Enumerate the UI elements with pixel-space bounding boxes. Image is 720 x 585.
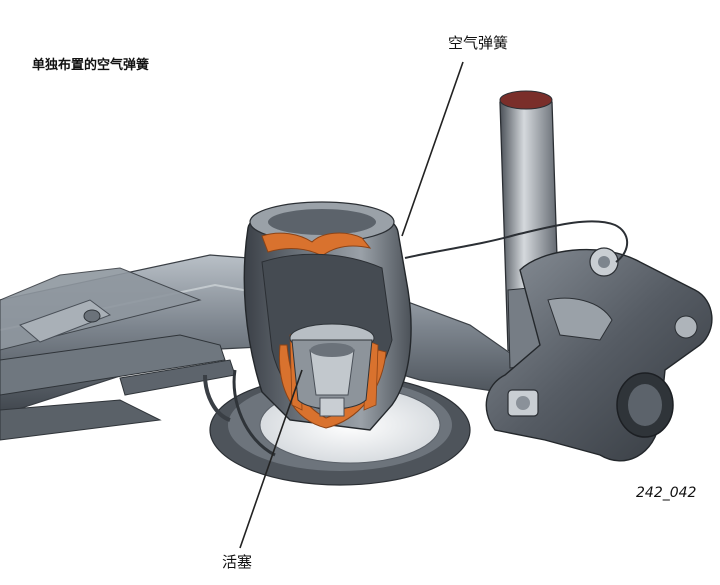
leader-line-piston [239, 369, 303, 549]
callout-air-spring: 空气弹簧 [448, 34, 509, 52]
leader-line-air-spring [401, 61, 464, 237]
wheel-carrier [485, 247, 713, 462]
callout-piston: 活塞 [222, 553, 253, 571]
piston [289, 323, 375, 417]
figure-title: 单独布置的空气弹簧 [32, 58, 150, 73]
figure-code: 242_042 [636, 485, 697, 501]
air-line [404, 220, 629, 263]
